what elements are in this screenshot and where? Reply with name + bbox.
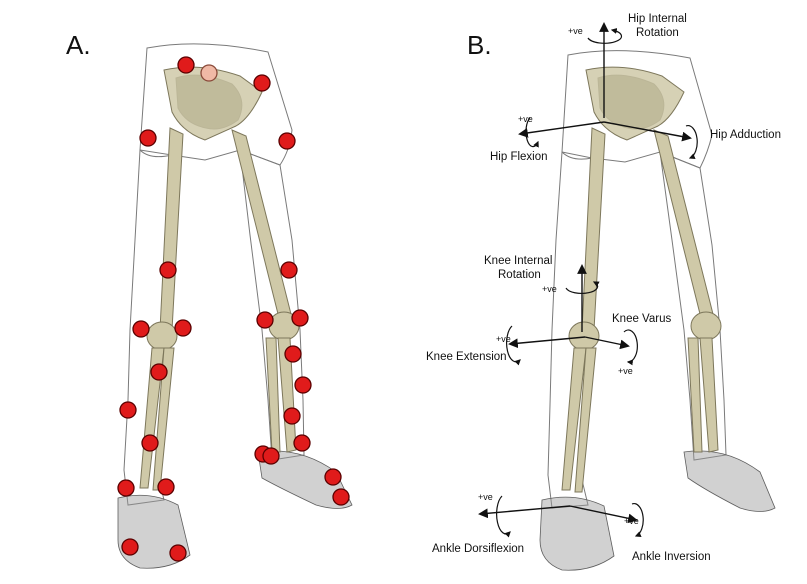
marker [285, 346, 301, 362]
marker [158, 479, 174, 495]
knee-varus-label: Knee Varus [612, 313, 671, 325]
marker [325, 469, 341, 485]
hip-flexion-axis: +ve Hip Flexion [490, 114, 604, 163]
hip-adduction-label: Hip Adduction [710, 129, 781, 141]
marker [257, 312, 273, 328]
knee-internal-rotation-line-2: Rotation [498, 269, 541, 281]
marker [142, 435, 158, 451]
marker [292, 310, 308, 326]
knee-extension-axis: +ve Knee Extension [426, 326, 585, 363]
knee-internal-rotation-label: Knee Internal Rotation [484, 255, 556, 281]
marker [160, 262, 176, 278]
panel-b-label: B. [467, 30, 492, 60]
marker [175, 320, 191, 336]
positive-sign: +ve [624, 516, 639, 526]
knee-internal-rotation-line-1: Knee Internal [484, 255, 552, 267]
marker [254, 75, 270, 91]
panel-a: A. [66, 30, 352, 568]
hip-internal-rotation-label: Hip Internal Rotation [628, 13, 690, 39]
marker [281, 262, 297, 278]
marker [118, 480, 134, 496]
positive-sign: +ve [618, 366, 633, 376]
panel-b: B. +ve Hip Internal [426, 13, 781, 570]
marker [120, 402, 136, 418]
marker [140, 130, 156, 146]
knee-varus-axis: +ve Knee Varus [585, 313, 671, 376]
positive-sign: +ve [478, 492, 493, 502]
hip-internal-rotation-line-1: Hip Internal [628, 13, 687, 25]
ankle-inversion-label: Ankle Inversion [632, 551, 711, 563]
marker [294, 435, 310, 451]
marker [178, 57, 194, 73]
positive-sign: +ve [518, 114, 533, 124]
hip-adduction-axis: Hip Adduction [604, 122, 781, 158]
ankle-dorsiflexion-label: Ankle Dorsiflexion [432, 543, 524, 555]
marker [263, 448, 279, 464]
panel-a-label: A. [66, 30, 91, 60]
marker [295, 377, 311, 393]
hip-flexion-label: Hip Flexion [490, 151, 548, 163]
marker [284, 408, 300, 424]
marker [279, 133, 295, 149]
knee-extension-label: Knee Extension [426, 351, 507, 363]
panel-b-skeleton [562, 67, 721, 492]
positive-sign: +ve [568, 26, 583, 36]
marker [151, 364, 167, 380]
marker [170, 545, 186, 561]
positive-sign: +ve [496, 334, 511, 344]
positive-sign: +ve [542, 284, 557, 294]
marker [122, 539, 138, 555]
marker [133, 321, 149, 337]
marker [201, 65, 217, 81]
panel-a-skeleton [140, 67, 299, 490]
marker [333, 489, 349, 505]
knee-internal-rotation-axis: +ve Knee Internal Rotation [484, 255, 598, 332]
hip-internal-rotation-line-2: Rotation [636, 27, 679, 39]
